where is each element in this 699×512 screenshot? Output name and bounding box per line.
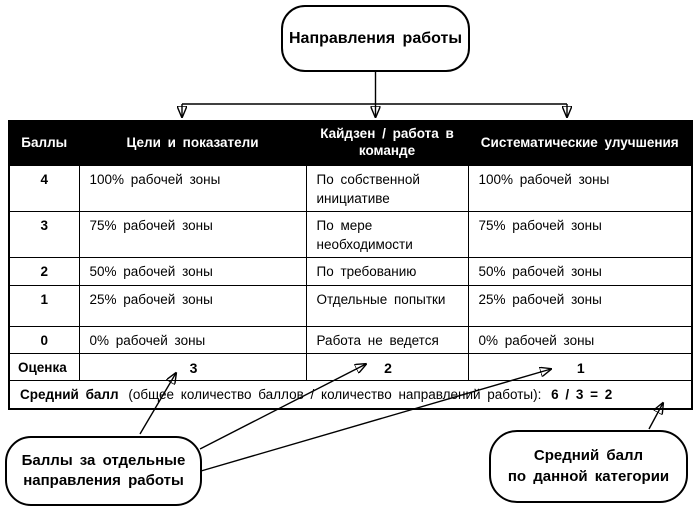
score-cell: 2 [8,256,80,286]
kaizen-cell: По собственной инициативе [305,164,469,212]
callout-average-score: Средний балл по данной категории [489,430,688,503]
improvements-cell: 75% рабочей зоны [467,210,693,258]
evaluation-value-kaizen: 2 [305,352,469,382]
table-row: 4 100% рабочей зоны По собственной иници… [8,164,693,212]
score-cell: 1 [8,284,80,327]
improvements-cell: 0% рабочей зоны [467,325,693,354]
average-label: Средний балл [20,387,119,403]
average-row: Средний балл (общее количество баллов / … [8,380,693,410]
goals-cell: 25% рабочей зоны [78,284,307,327]
table-row: 2 50% рабочей зоны По требованию 50% раб… [8,256,693,286]
improvements-cell: 50% рабочей зоны [467,256,693,286]
goals-cell: 75% рабочей зоны [78,210,307,258]
kaizen-cell: По мере необходимости [305,210,469,258]
average-formula: (общее количество баллов / количество на… [128,387,542,403]
goals-cell: 100% рабочей зоны [78,164,307,212]
callout-scores-line2: направления работы [23,472,184,489]
header-cell-goals: Цели и показатели [78,120,307,166]
average-result: 6 / 3 = 2 [551,387,613,403]
evaluation-label: Оценка [8,352,80,382]
table-header-row: Баллы Цели и показатели Кайдзен / работа… [8,120,693,166]
goals-cell: 0% рабочей зоны [78,325,307,354]
evaluation-value-improvements: 1 [467,352,693,382]
flow-node-work-directions-label: Направления работы [289,29,462,47]
callout-average-line1: Средний балл [533,447,644,465]
flow-node-work-directions: Направления работы [281,5,470,72]
table-row: 0 0% рабочей зоны Работа не ведется 0% р… [8,325,693,354]
header-cell-points: Баллы [8,120,80,166]
callout-average-line2: по данной категории [507,467,670,485]
evaluation-value-goals: 3 [78,352,307,382]
improvements-cell: 25% рабочей зоны [467,284,693,327]
goals-cell: 50% рабочей зоны [78,256,307,286]
kaizen-cell: По требованию [305,256,469,286]
header-cell-improvements: Систематические улучшения [467,120,693,166]
score-cell: 3 [8,210,80,258]
score-cell: 4 [8,164,80,212]
average-cell: Средний балл (общее количество баллов / … [8,380,693,410]
header-cell-kaizen: Кайдзен / работа в команде [305,120,469,166]
kaizen-cell: Отдельные попытки [305,284,469,327]
score-cell: 0 [8,325,80,354]
callout-scores-line1: Баллы за отдельные [21,451,186,469]
evaluation-row: Оценка 3 2 1 [8,352,693,382]
callout-scores-per-direction: Баллы за отдельные направления работы [5,436,202,506]
improvements-cell: 100% рабочей зоны [467,164,693,212]
scores-table: Баллы Цели и показатели Кайдзен / работа… [8,120,693,410]
kaizen-cell: Работа не ведется [305,325,469,354]
table-row: 1 25% рабочей зоны Отдельные попытки 25%… [8,284,693,327]
table-row: 3 75% рабочей зоны По мере необходимости… [8,210,693,258]
